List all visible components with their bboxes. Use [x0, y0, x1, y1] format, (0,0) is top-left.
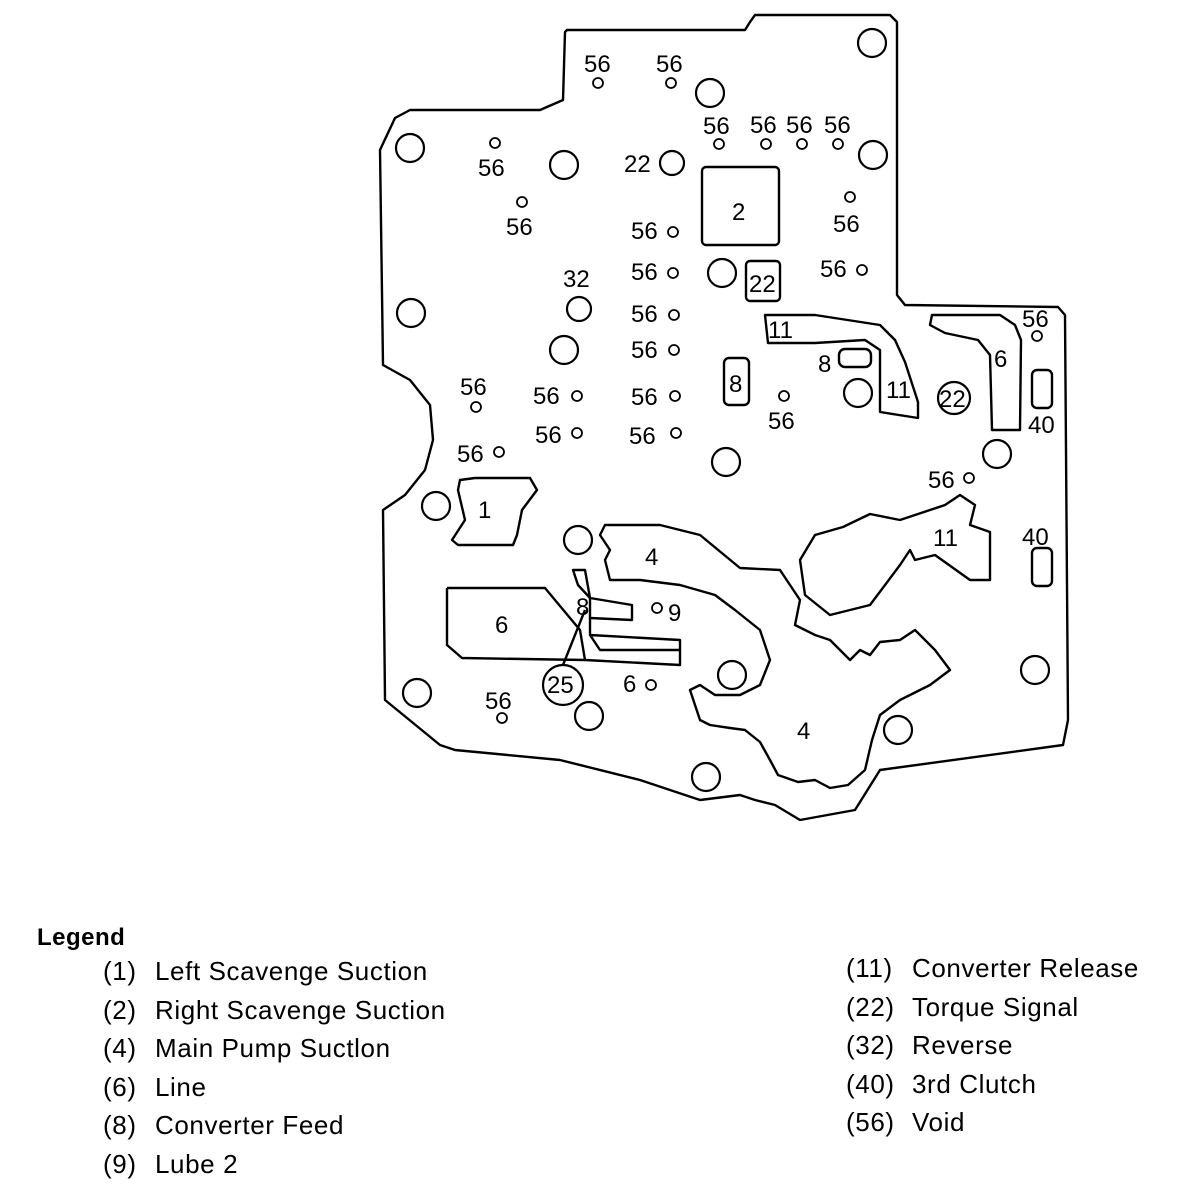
port-label-8: 8	[818, 351, 831, 378]
legend-item: (11) Converter Release	[846, 949, 1139, 988]
port-label-11: 11	[768, 317, 793, 344]
legend-item: (32) Reverse	[846, 1026, 1139, 1065]
passages	[445, 165, 1054, 790]
legend-label: Converter Feed	[155, 1110, 345, 1141]
legend-label: Lube 2	[155, 1148, 239, 1179]
void-label: 56	[750, 112, 777, 139]
void-label: 56	[506, 214, 533, 241]
legend-code: (1)	[103, 956, 137, 986]
legend-left-column: (1) Left Scavenge Suction (2) Right Scav…	[103, 952, 446, 1184]
legend-title: Legend	[37, 924, 126, 951]
port-label-11: 11	[886, 377, 911, 404]
legend-label: Converter Release	[912, 953, 1139, 983]
void-label: 56	[629, 423, 656, 450]
legend-label: Torque Signal	[912, 991, 1079, 1022]
void-label: 56	[824, 112, 851, 139]
legend-code: (8)	[103, 1110, 137, 1141]
legend-item: (6) Line	[103, 1068, 446, 1107]
port-label-4: 4	[797, 718, 810, 745]
legend-right-column: (11) Converter Release (22) Torque Signa…	[846, 949, 1139, 1142]
void-label: 56	[460, 374, 487, 401]
port-label-6: 6	[623, 671, 636, 698]
void-label: 56	[703, 113, 730, 140]
void-label: 56	[485, 688, 512, 715]
void-label: 56	[457, 441, 484, 468]
legend-label: Line	[155, 1071, 207, 1102]
port-label-2: 2	[732, 199, 745, 226]
void-label: 56	[533, 383, 560, 410]
port-label-1: 1	[478, 497, 491, 524]
port-label-8: 8	[576, 594, 589, 621]
legend-label: Void	[912, 1107, 966, 1138]
legend-code: (32)	[846, 1030, 895, 1061]
legend-code: (56)	[846, 1107, 895, 1138]
void-label: 56	[820, 256, 847, 283]
void-label: 56	[535, 422, 562, 449]
void-label: 56	[656, 51, 683, 78]
legend-label: Left Scavenge Suction	[155, 956, 428, 986]
port-label-32: 32	[563, 266, 590, 293]
legend-code: (4)	[103, 1033, 137, 1064]
legend-item: (56) Void	[846, 1103, 1139, 1142]
void-label: 56	[928, 467, 955, 494]
legend-code: (2)	[103, 994, 137, 1025]
void-label: 56	[631, 218, 658, 245]
void-label: 56	[1022, 306, 1049, 333]
legend-item: (4) Main Pump Suctlon	[103, 1029, 446, 1068]
legend-item: (22) Torque Signal	[846, 988, 1139, 1027]
port-label-22: 22	[624, 151, 651, 178]
valve-body-plate-diagram: 1 2 4 4 6 6 6 8 8 8 9 11 11 11 22 22 22 …	[378, 13, 1070, 822]
legend-item: (2) Right Scavenge Suction	[103, 991, 446, 1030]
port-label-22: 22	[939, 386, 966, 413]
void-holes	[470, 77, 1043, 724]
port-label-40: 40	[1028, 412, 1055, 439]
legend-code: (6)	[103, 1071, 137, 1102]
legend-code: (40)	[846, 1068, 895, 1099]
void-label: 56	[833, 211, 860, 238]
port-label-9: 9	[668, 600, 681, 627]
legend-code: (11)	[846, 953, 893, 983]
port-label-11: 11	[933, 525, 958, 552]
void-label: 56	[768, 408, 795, 435]
legend-label: Right Scavenge Suction	[155, 994, 446, 1025]
port-label-6: 6	[994, 346, 1007, 373]
port-label-25: 25	[547, 672, 574, 699]
legend-item: (40) 3rd Clutch	[846, 1065, 1139, 1104]
port-label-40: 40	[1022, 524, 1049, 551]
legend-code: (9)	[103, 1148, 137, 1179]
legend-item: (8) Converter Feed	[103, 1106, 446, 1145]
legend-item: (9) Lube 2	[103, 1145, 446, 1184]
void-label: 56	[786, 112, 813, 139]
legend-label: Main Pump Suctlon	[155, 1033, 391, 1064]
port-label-4: 4	[645, 544, 658, 571]
legend-label: 3rd Clutch	[912, 1068, 1037, 1099]
port-label-22: 22	[749, 271, 776, 298]
port-label-8: 8	[729, 371, 742, 398]
legend-code: (22)	[846, 991, 895, 1022]
void-label: 56	[631, 259, 658, 286]
void-label: 56	[631, 384, 658, 411]
void-label: 56	[478, 155, 505, 182]
void-label: 56	[631, 337, 658, 364]
port-labels: 1 2 4 4 6 6 6 8 8 8 9 11 11 11 22 22 22 …	[457, 51, 1055, 745]
void-label: 56	[631, 301, 658, 328]
void-label: 56	[584, 51, 611, 78]
bolt-holes	[394, 27, 1051, 793]
plate-outline	[378, 13, 1070, 822]
port-label-6: 6	[495, 612, 508, 639]
legend-item: (1) Left Scavenge Suction	[103, 952, 446, 991]
legend-label: Reverse	[912, 1030, 1014, 1061]
